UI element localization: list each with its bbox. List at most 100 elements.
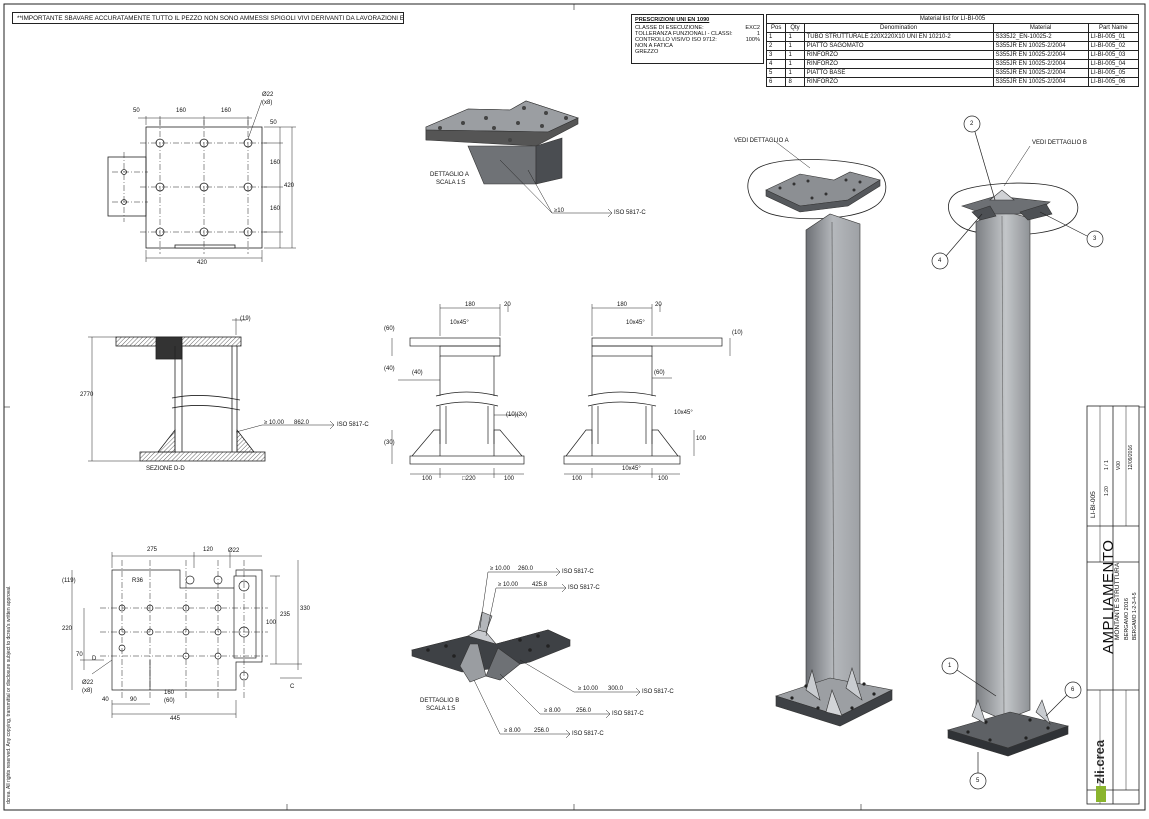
dim-label: 160 (270, 206, 281, 212)
dim-label: 445 (170, 716, 181, 722)
section-marker: D (92, 656, 97, 662)
weld-standard: ISO 5817-C (642, 689, 674, 695)
weld-length: 260.0 (518, 566, 534, 572)
detail-callout: VEDI DETTAGLIO B (1032, 140, 1087, 146)
deburr-note: **IMPORTANTE SBAVARE ACCURATAMENTE TUTTO… (12, 12, 404, 24)
dim-label: 100 (504, 476, 515, 482)
dim-label: 180 (465, 302, 476, 308)
detail-callout: VEDI DETTAGLIO A (734, 138, 789, 144)
dim-label: 50 (133, 108, 140, 114)
prescription-row: NON A FATICA (635, 43, 673, 49)
front-view-left (391, 304, 525, 478)
dim-label: (119) (62, 578, 76, 584)
detail-a (425, 100, 613, 218)
balloon-number: 6 (1071, 687, 1075, 693)
weld-symbol: ≥ 10.00 (498, 582, 518, 588)
weld-symbol: ≥ 10.00 (264, 420, 284, 426)
prescription-row: CONTROLLO VISIVO ISO 9712:100% (635, 37, 760, 43)
part-balloons (931, 115, 1104, 790)
dim-label: Ø22 (82, 680, 94, 686)
dim-label: 50 (270, 120, 277, 126)
detail-scale: SCALA 1:5 (436, 180, 466, 186)
drawing-date: 12/09/2016 (1128, 444, 1134, 470)
dim-label: (10) (732, 330, 743, 336)
weld-symbol: 10x45° (622, 466, 641, 472)
weld-symbol: 10x45° (626, 320, 645, 326)
dim-label: R36 (132, 578, 144, 584)
weld-symbol: ≥ 8.00 (504, 728, 521, 734)
project-subject: MONTANTE STRUTTURA (1114, 562, 1121, 640)
dim-label: (10)(3x) (506, 412, 528, 418)
company-logo: zli.crea (1092, 739, 1107, 784)
dim-label: 100 (422, 476, 433, 482)
revision: V00 (1116, 461, 1122, 470)
dim-label: 330 (300, 606, 311, 612)
prescriptions-heading: PRESCRIZIONI UNI EN 1090 (635, 17, 710, 23)
dim-label: 40 (102, 697, 109, 703)
dim-label: Ø22 (262, 92, 274, 98)
dim-label: 180 (617, 302, 628, 308)
col-qty: Qty (785, 23, 805, 33)
col-denomination: Denomination (803, 23, 994, 33)
dim-label: 420 (284, 183, 295, 189)
balloon-number: 2 (970, 121, 974, 127)
drawing-code: LI-BI-005 (1090, 491, 1097, 518)
weld-standard: ISO 5817-C (568, 585, 600, 591)
dim-label: 100 (572, 476, 583, 482)
dim-label: (x8) (82, 688, 93, 694)
weld-symbol: 10x45° (674, 410, 693, 416)
isometric-view-b (946, 145, 1079, 757)
weld-standard: ISO 5817-C (562, 569, 594, 575)
prescription-row: CLASSE DI ESECUZIONE:EXC2 (635, 25, 760, 31)
weld-symbol: ≥10 (554, 208, 564, 214)
dim-label: 235 (280, 612, 291, 618)
col-pos: Pos (765, 23, 787, 33)
dim-label: (30) (384, 440, 395, 446)
front-view-right (563, 304, 731, 478)
isometric-view-a (747, 141, 893, 727)
top-plan-view (107, 99, 296, 262)
dim-label: 2770 (80, 392, 94, 398)
dim-label: 20 (655, 302, 662, 308)
project-place: BERGAMO 2016 (1124, 598, 1130, 640)
sheet-number: 1 / 1 (1104, 460, 1110, 470)
weld-standard: ISO 5817-C (572, 731, 604, 737)
weld-length: 862.0 (294, 420, 310, 426)
weld-symbol: ≥ 10.00 (490, 566, 510, 572)
material-list-caption: Material list for LI-BI-005 (766, 14, 1139, 24)
material-list-table: Material list for LI-BI-005 Pos Qty Deno… (765, 14, 1140, 87)
dim-label: 160 (221, 108, 232, 114)
weld-standard: ISO 5817-C (612, 711, 644, 717)
balloon-number: 1 (948, 663, 952, 669)
prescription-row: GREZZO (635, 49, 659, 55)
dim-label: 160 (270, 160, 281, 166)
dim-label: (19) (240, 316, 251, 322)
drawing-scale: 1:20 (1104, 486, 1110, 496)
dim-label: (60) (654, 370, 665, 376)
dim-label: (60) (384, 326, 395, 332)
dim-label: 275 (147, 547, 158, 553)
dim-label: Ø22 (228, 548, 240, 554)
dim-label: 160 (164, 690, 175, 696)
client-name: BERGAMO 1-2-3-4-5 (1132, 592, 1138, 640)
dim-label: 100 (658, 476, 669, 482)
detail-label: DETTAGLIO B (420, 698, 460, 704)
balloon-number: 3 (1093, 236, 1097, 242)
weld-length: 300.0 (608, 686, 624, 692)
dim-label: (40) (384, 366, 395, 372)
dim-label: 100 (266, 620, 277, 626)
dim-label: 160 (176, 108, 187, 114)
weld-symbol: ≥ 10.00 (578, 686, 598, 692)
prescriptions-box: PRESCRIZIONI UNI EN 1090 CLASSE DI ESECU… (631, 14, 764, 64)
detail-scale: SCALA 1:5 (426, 706, 456, 712)
dim-label: (60) (164, 698, 175, 704)
weld-standard: ISO 5817-C (614, 210, 646, 216)
bottom-plan-view (71, 552, 302, 718)
detail-b (410, 567, 641, 739)
